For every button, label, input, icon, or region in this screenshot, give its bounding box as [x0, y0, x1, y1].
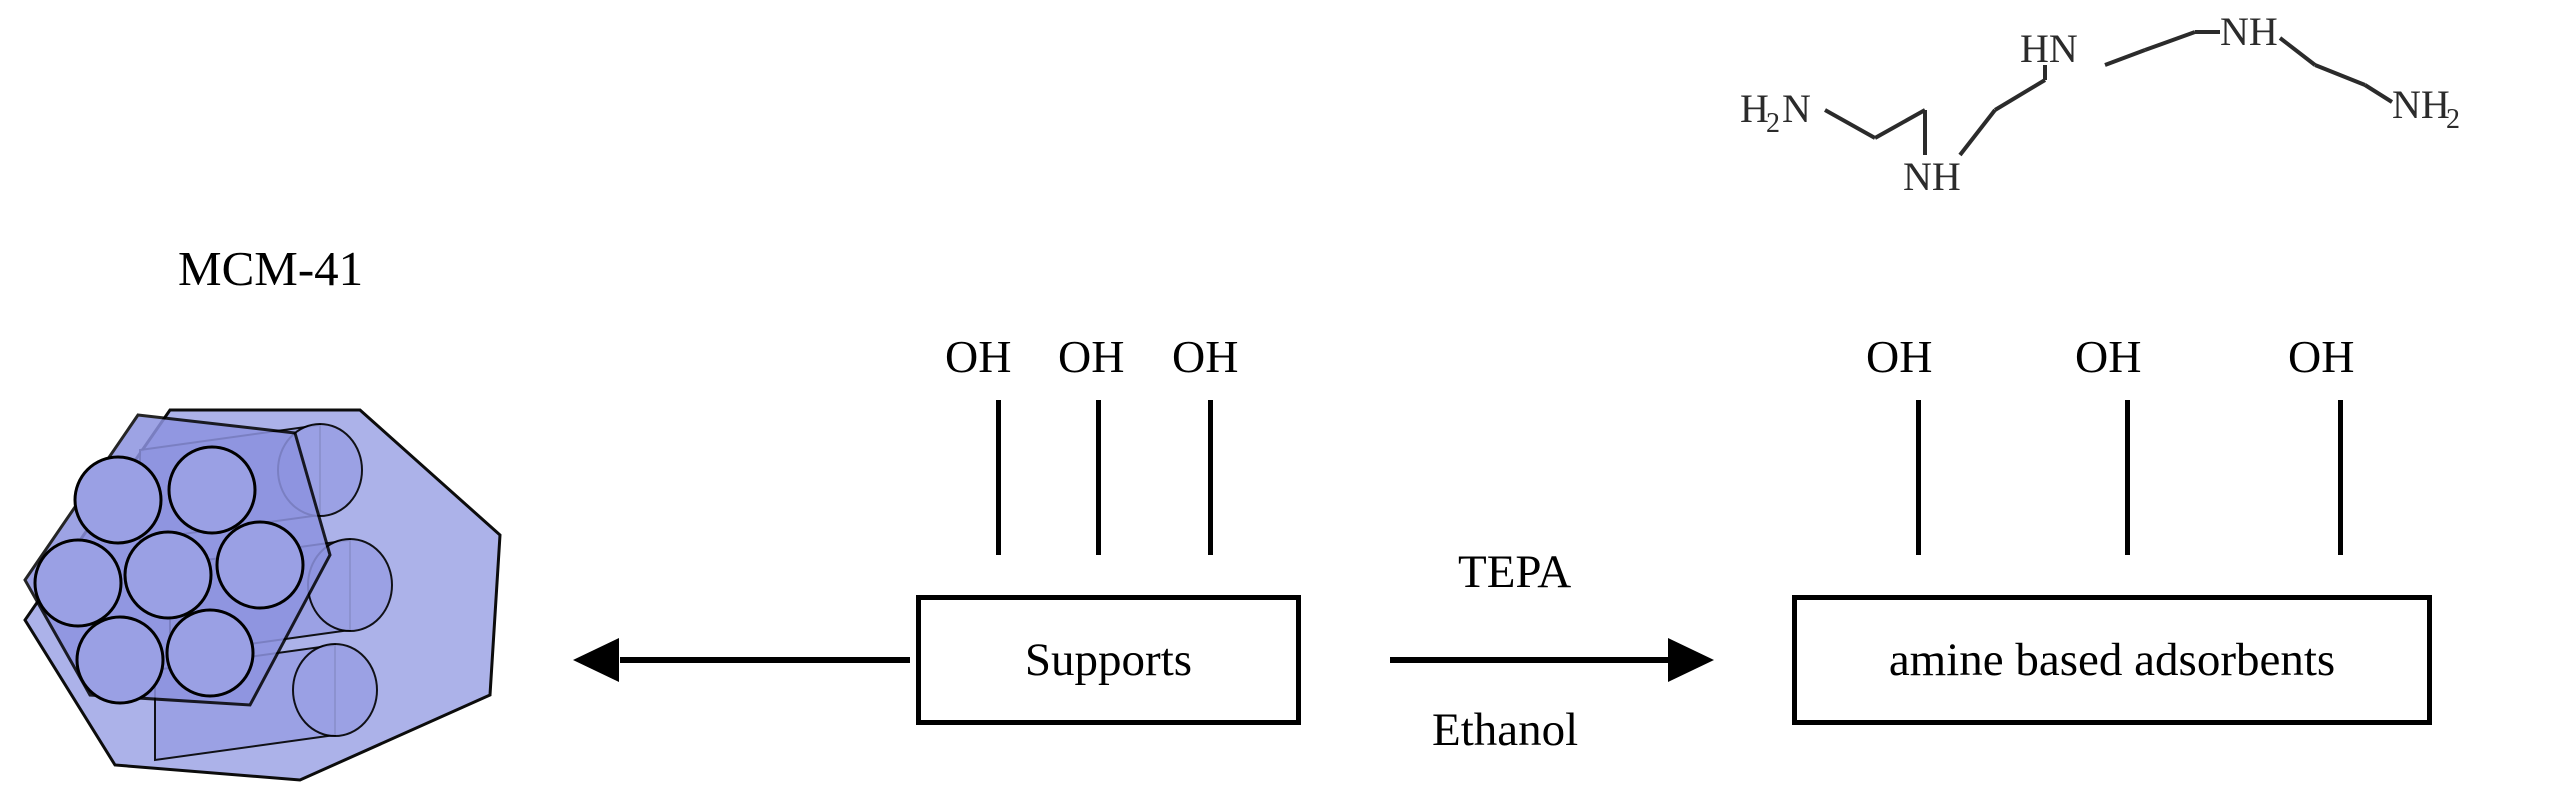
hydroxyl-stem-right-1 — [1916, 400, 1921, 555]
hydroxyl-stem-left-2 — [1096, 400, 1101, 555]
svg-text:N: N — [1782, 86, 1811, 131]
hydroxyl-label-right-1: OH — [1866, 331, 1933, 382]
svg-text:H: H — [1740, 86, 1769, 131]
supports-box[interactable]: Supports — [916, 595, 1301, 725]
hydroxyl-stem-left-3 — [1208, 400, 1213, 555]
amine-adsorbents-box[interactable]: amine based adsorbents — [1792, 595, 2432, 725]
arrow-left-head — [573, 638, 619, 682]
hydroxyl-label-right-3: OH — [2288, 331, 2355, 382]
hydroxyl-label-left-1: OH — [945, 331, 1012, 382]
svg-text:HN: HN — [2020, 26, 2078, 71]
hydroxyl-stem-right-3 — [2338, 400, 2343, 555]
svg-text:NH: NH — [1903, 154, 1961, 199]
svg-text:2: 2 — [2446, 104, 2460, 135]
hydroxyl-label-left-3: OH — [1172, 331, 1239, 382]
hydroxyl-label-right-2: OH — [2075, 331, 2142, 382]
reagent-tepa-label: TEPA — [1458, 546, 1572, 598]
reagent-ethanol-label: Ethanol — [1432, 704, 1579, 756]
tepa-molecule-icon: H 2 N NH HN NH NH 2 — [1720, 9, 2520, 200]
hydroxyl-stem-right-2 — [2125, 400, 2130, 555]
svg-text:NH: NH — [2392, 82, 2450, 127]
mcm-41-label: MCM-41 — [178, 241, 364, 296]
hydroxyl-stem-left-1 — [996, 400, 1001, 555]
arrow-right-line — [1390, 657, 1670, 663]
arrow-left-line — [620, 657, 910, 663]
arrow-right-head — [1668, 638, 1714, 682]
svg-text:NH: NH — [2220, 10, 2278, 54]
mcm-41-structure-icon — [20, 405, 530, 790]
hydroxyl-label-left-2: OH — [1058, 331, 1125, 382]
svg-text:2: 2 — [1766, 108, 1780, 139]
